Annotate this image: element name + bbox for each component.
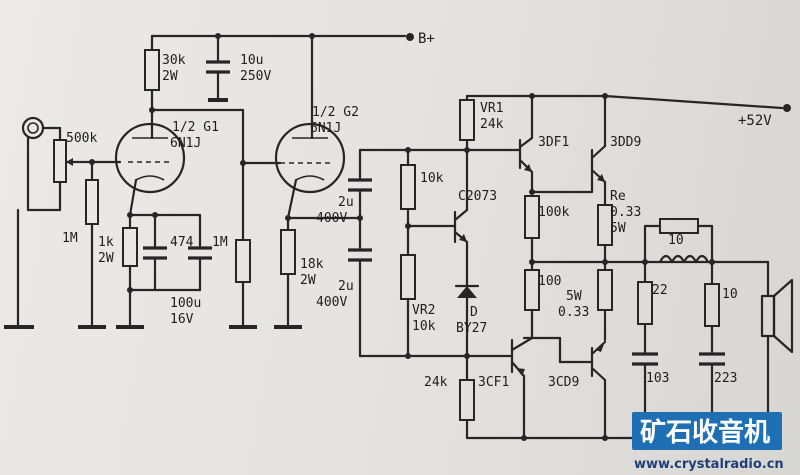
r18k-label: 18k — [300, 257, 324, 272]
potentiometer-vr2 — [400, 254, 416, 300]
r30k-watt: 2W — [162, 69, 178, 84]
c2u-a-volt: 400V — [316, 211, 347, 226]
r033-label: 0.33 — [558, 305, 589, 320]
c2u-a-label: 2u — [338, 195, 354, 210]
watermark-url: www.crystalradio.cn — [634, 457, 784, 472]
g2-tube: 6N1J — [310, 121, 341, 136]
c2u-b-label: 2u — [338, 279, 354, 294]
c100u-label: 100u — [170, 296, 201, 311]
tube-g2 — [274, 116, 346, 220]
q3df1-label: 3DF1 — [538, 135, 569, 150]
transistor-3cf1 — [510, 336, 534, 440]
transistor-3df1 — [518, 94, 534, 194]
diode-by27 — [454, 284, 480, 358]
inductor — [658, 254, 710, 264]
watermark-title: 矿石收音机 — [640, 417, 770, 448]
capacitor-100u — [188, 213, 212, 292]
input-jack — [4, 116, 62, 329]
q3cf1-label: 3CF1 — [478, 375, 509, 390]
r1k-watt: 2W — [98, 251, 114, 266]
q3dd9-label: 3DD9 — [610, 135, 641, 150]
c103-label: 103 — [646, 371, 669, 386]
bplus-terminal — [406, 33, 414, 41]
vr2-value: 10k — [412, 319, 436, 334]
bplus-rail — [150, 33, 414, 120]
g1-tube: 6N1J — [170, 136, 201, 151]
re-value: 0.33 — [610, 205, 641, 220]
resistor-24k — [459, 379, 475, 421]
re-label: Re — [610, 189, 626, 204]
c474-label: 474 — [170, 235, 194, 250]
r22-label: 22 — [652, 283, 668, 298]
re-watt: 5W — [610, 221, 626, 236]
resistor-18k — [280, 229, 296, 275]
resistor-10k — [400, 164, 416, 210]
watermark-banner — [632, 412, 782, 450]
vr1-value: 24k — [480, 117, 504, 132]
transistor-3cd9 — [590, 340, 607, 440]
c2u-b-volt: 400V — [316, 295, 347, 310]
c223-label: 223 — [714, 371, 737, 386]
r24k-label: 24k — [424, 375, 448, 390]
bplus-label: B+ — [418, 31, 435, 47]
resistor-033-lower — [597, 269, 613, 311]
c100u-volt: 16V — [170, 312, 194, 327]
r1k-label: 1k — [98, 235, 114, 250]
r18k-watt: 2W — [300, 273, 316, 288]
r1m-b-label: 1M — [212, 235, 228, 250]
capacitor-10u — [206, 60, 230, 102]
resistor-30k — [144, 49, 160, 91]
potentiometer-vr1 — [459, 99, 475, 141]
resistor-100 — [524, 269, 540, 311]
r100k-label: 100k — [538, 205, 569, 220]
r1m-a-label: 1M — [62, 231, 78, 246]
r100-label: 100 — [538, 274, 561, 289]
resistor-1k — [122, 227, 138, 267]
resistor-100k — [524, 195, 540, 239]
r5w-label: 5W — [566, 289, 582, 304]
g1-label: 1/2 G1 — [172, 120, 219, 135]
pot500k-label: 500k — [66, 131, 97, 146]
r10-top-label: 10 — [668, 233, 684, 248]
by27-label: BY27 — [456, 321, 487, 336]
v52-terminal — [783, 104, 791, 112]
watermark: 矿石收音机 www.crystalradio.cn — [632, 412, 784, 472]
c10u-volt: 250V — [240, 69, 271, 84]
r10k-label: 10k — [420, 171, 444, 186]
resistor-22 — [637, 281, 653, 325]
capacitor-2u-b — [348, 248, 372, 262]
capacitor-2u-a — [348, 178, 372, 192]
vr1-label: VR1 — [480, 101, 503, 116]
diode-label: D — [470, 305, 478, 320]
resistor-1m-g2 — [235, 239, 251, 283]
resistor-10-right — [704, 283, 720, 327]
potentiometer-500k — [53, 139, 67, 183]
capacitor-474 — [143, 213, 167, 292]
r10-right-label: 10 — [722, 287, 738, 302]
g2-label: 1/2 G2 — [312, 105, 359, 120]
q3cd9-label: 3CD9 — [548, 375, 579, 390]
vr2-label: VR2 — [412, 303, 435, 318]
v52-label: +52V — [738, 113, 772, 129]
c10u-label: 10u — [240, 53, 263, 68]
transistor-c2073 — [406, 148, 469, 287]
resistor-10-top — [659, 218, 699, 234]
resistor-1m-grid — [85, 179, 99, 225]
c2073-label: C2073 — [458, 189, 497, 204]
speaker — [760, 278, 794, 354]
r30k-label: 30k — [162, 53, 186, 68]
transistor-3dd9 — [590, 94, 607, 207]
tube-g1 — [114, 122, 186, 217]
